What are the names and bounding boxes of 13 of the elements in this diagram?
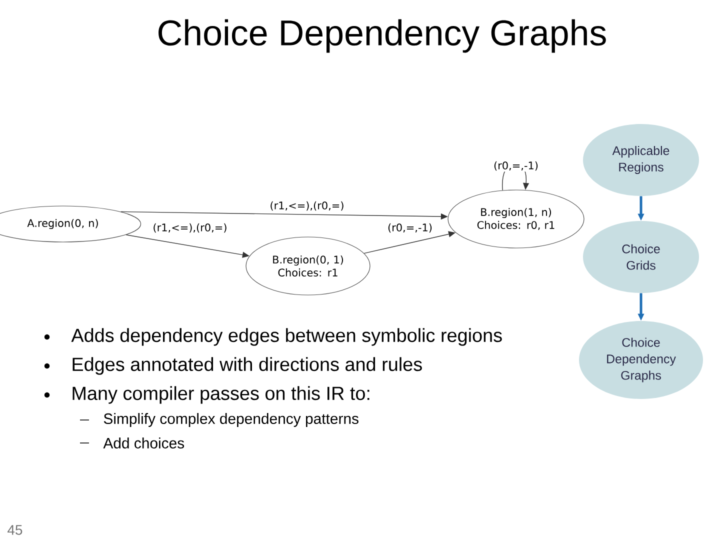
bullet-text: Many compiler passes on this IR to: [72,386,370,404]
ellipse-node: B.region(0, 1) Choices: r1 [246,236,370,296]
diagram-title: Choice Dependency Graphs [158,19,606,53]
edge-label: (r1,<=),(r0,=) [268,200,346,212]
bullet-text: Edges annotated with directions and rules [72,357,422,375]
edge-label: (r1,<=),(r0,=) [152,222,228,234]
bullet-text: Adds dependency edges between symbolic regions [71,328,502,346]
ellipse-node: B.region(1, n) Choices: r0, r1 [448,190,584,248]
edge-label: (r0,=,-1) [386,222,434,234]
sub-bullet-text: Add choices [103,438,184,448]
edge-label: (r0,=,-1) [492,160,540,172]
sub-bullet-text: Simplify complex dependency patterns [104,413,358,427]
page-number: 45 [8,525,22,535]
